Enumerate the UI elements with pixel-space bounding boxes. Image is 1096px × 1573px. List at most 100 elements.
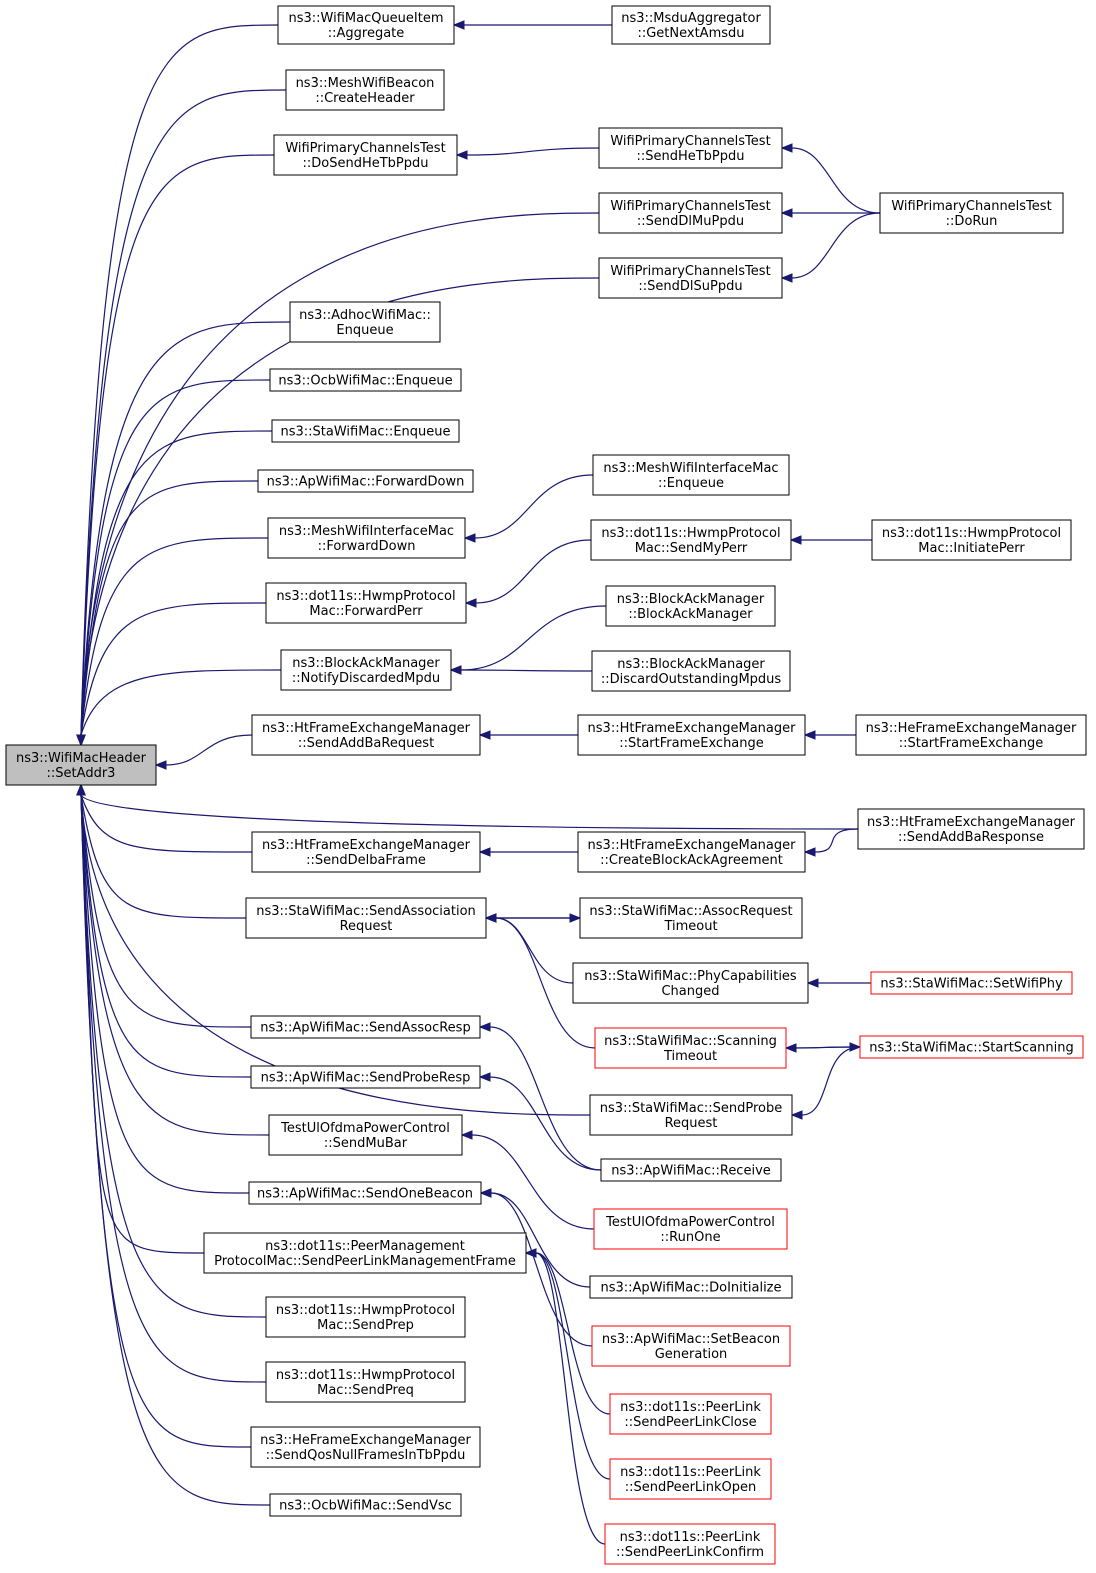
- node-ns3-blockackmanager-discardoutstandingmpdus[interactable]: ns3::BlockAckManager::DiscardOutstanding…: [591, 650, 791, 692]
- node-ns3-adhocwifimac-enqueue[interactable]: ns3::AdhocWifiMac::Enqueue: [289, 301, 441, 343]
- node-label-line: ns3::HtFrameExchangeManager: [262, 838, 471, 853]
- node-ns3-dot11s-peerlink-sendpeerlinkconfirm[interactable]: ns3::dot11s::PeerLink::SendPeerLinkConfi…: [604, 1523, 776, 1565]
- edge-m17-to-n17: [490, 1192, 591, 1288]
- node-box: [203, 1232, 527, 1274]
- edge-n19-to-root: [80, 794, 267, 1318]
- node-label-line: ns3::StaWifiMac::AssocRequest: [589, 904, 792, 919]
- node-label-line: ns3::HtFrameExchangeManager: [588, 721, 797, 736]
- node-box: [250, 1015, 481, 1039]
- node-ns3-meshwifiinterfacemac-forwarddown[interactable]: ns3::MeshWifiInterfaceMac::ForwardDown: [267, 517, 466, 559]
- node-ns3-apwifimac-receive[interactable]: ns3::ApWifiMac::Receive: [600, 1158, 782, 1182]
- node-label-line: ::CreateBlockAckAgreement: [600, 853, 783, 868]
- node-label-line: ns3::MeshWifiBeacon: [296, 76, 435, 91]
- node-ns3-stawifimac-setwifiphy[interactable]: ns3::StaWifiMac::SetWifiPhy: [870, 971, 1073, 995]
- node-label-line: ns3::StaWifiMac::Scanning: [604, 1034, 777, 1049]
- edge-n4-to-root: [80, 321, 291, 736]
- node-wifiprimarychannelstest-dosendhetbppdu[interactable]: WifiPrimaryChannelsTest::DoSendHeTbPpdu: [273, 134, 458, 176]
- node-label-line: ns3::MeshWifiInterfaceMac: [603, 461, 778, 476]
- arrowhead: [780, 273, 793, 283]
- node-box: [251, 714, 481, 756]
- node-ns3-stawifimac-enqueue[interactable]: ns3::StaWifiMac::Enqueue: [271, 419, 460, 443]
- node-ns3-ocbwifimac-enqueue[interactable]: ns3::OcbWifiMac::Enqueue: [269, 368, 462, 392]
- node-box: [289, 301, 441, 343]
- node-wifiprimarychannelstest-dorun[interactable]: WifiPrimaryChannelsTest::DoRun: [879, 192, 1064, 234]
- node-label-line: ns3::dot11s::HwmpProtocol: [276, 1368, 455, 1383]
- arrowhead: [449, 665, 462, 675]
- node-label-line: ns3::dot11s::HwmpProtocol: [601, 526, 780, 541]
- arrowhead: [524, 1248, 537, 1258]
- node-ns3-apwifimac-forwarddown[interactable]: ns3::ApWifiMac::ForwardDown: [257, 469, 474, 493]
- node-wifiprimarychannelstest-senddlsuppdu[interactable]: WifiPrimaryChannelsTest::SendDlSuPpdu: [598, 257, 783, 299]
- node-label-line: Timeout: [663, 1049, 717, 1064]
- arrowhead: [452, 20, 465, 30]
- node-label-line: ns3::StaWifiMac::SendAssociation: [256, 904, 476, 919]
- node-ns3-ocbwifimac-sendvsc[interactable]: ns3::OcbWifiMac::SendVsc: [269, 1493, 462, 1517]
- node-label-line: TestUlOfdmaPowerControl: [605, 1215, 775, 1230]
- node-ns3-apwifimac-sendproberesp[interactable]: ns3::ApWifiMac::SendProbeResp: [250, 1065, 481, 1089]
- node-box: [609, 1393, 772, 1435]
- node-ns3-htframeexchangemanager-startframeexchange[interactable]: ns3::HtFrameExchangeManager::StartFrameE…: [577, 714, 806, 756]
- node-ns3-dot11s-peermanagement-protocolmac-sendpeerlinkmanagementframe[interactable]: ns3::dot11s::PeerManagementProtocolMac::…: [203, 1232, 527, 1274]
- node-box: [592, 454, 790, 496]
- node-testulofdmapowercontrol-runone[interactable]: TestUlOfdmaPowerControl::RunOne: [593, 1208, 788, 1250]
- edge-n16-to-root: [80, 794, 270, 1136]
- node-box: [859, 1035, 1084, 1059]
- node-label-line: Mac::SendPrep: [317, 1318, 414, 1333]
- node-box: [280, 649, 452, 691]
- node-ns3-dot11s-peerlink-sendpeerlinkclose[interactable]: ns3::dot11s::PeerLink::SendPeerLinkClose: [609, 1393, 772, 1435]
- node-label-line: ns3::dot11s::HwmpProtocol: [276, 589, 455, 604]
- node-ns3-stawifimac-startscanning[interactable]: ns3::StaWifiMac::StartScanning: [859, 1035, 1084, 1059]
- node-ns3-heframeexchangemanager-startframeexchange[interactable]: ns3::HeFrameExchangeManager::StartFrameE…: [855, 714, 1087, 756]
- node-ns3-msduaggregator-getnextamsdu[interactable]: ns3::MsduAggregator::GetNextAmsdu: [611, 5, 771, 45]
- node-label-line: ns3::StaWifiMac::SendProbe: [600, 1101, 782, 1116]
- edge-m16-to-n16: [471, 1134, 595, 1230]
- node-ns3-wifimacqueueitem-aggregate[interactable]: ns3::WifiMacQueueItem::Aggregate: [277, 5, 455, 45]
- node-ns3-htframeexchangemanager-sendaddbaresponse[interactable]: ns3::HtFrameExchangeManager::SendAddBaRe…: [857, 808, 1085, 850]
- node-wifiprimarychannelstest-senddlmuppdu[interactable]: WifiPrimaryChannelsTest::SendDlMuPpdu: [598, 192, 783, 234]
- edge-r4-to-m10: [814, 828, 859, 853]
- edge-r1-to-m2: [791, 147, 881, 214]
- node-ns3-apwifimac-doinitialize[interactable]: ns3::ApWifiMac::DoInitialize: [589, 1275, 793, 1299]
- node-box: [600, 1158, 782, 1182]
- node-ns3-blockackmanager-notifydiscardedmpdu[interactable]: ns3::BlockAckManager::NotifyDiscardedMpd…: [280, 649, 452, 691]
- edge-m21-to-n18: [535, 1252, 606, 1545]
- node-ns3-dot11s-hwmpprotocol-mac-forwardperr[interactable]: ns3::dot11s::HwmpProtocolMac::ForwardPer…: [265, 582, 467, 624]
- node-ns3-apwifimac-sendassocresp[interactable]: ns3::ApWifiMac::SendAssocResp: [250, 1015, 481, 1039]
- edge-n15-to-root: [80, 794, 252, 1078]
- node-label-line: ::DoRun: [946, 214, 998, 229]
- node-testulofdmapowercontrol-sendmubar[interactable]: TestUlOfdmaPowerControl::SendMuBar: [268, 1114, 463, 1156]
- node-box: [267, 517, 466, 559]
- edge-n7-to-root: [80, 480, 259, 736]
- node-ns3-apwifimac-sendonebeacon[interactable]: ns3::ApWifiMac::SendOneBeacon: [248, 1181, 482, 1205]
- node-box: [857, 808, 1085, 850]
- node-box: [590, 519, 792, 561]
- node-label-line: ::Enqueue: [658, 476, 724, 491]
- node-ns3-heframeexchangemanager-sendqosnullframesintbppdu[interactable]: ns3::HeFrameExchangeManager::SendQosNull…: [250, 1426, 481, 1468]
- node-label-line: ns3::ApWifiMac::SendOneBeacon: [257, 1187, 473, 1202]
- node-ns3-wifimacheader-setaddr3[interactable]: ns3::WifiMacHeader::SetAddr3: [5, 744, 157, 786]
- node-ns3-dot11s-peerlink-sendpeerlinkopen[interactable]: ns3::dot11s::PeerLink::SendPeerLinkOpen: [609, 1458, 772, 1500]
- node-ns3-htframeexchangemanager-sendaddbarequest[interactable]: ns3::HtFrameExchangeManager::SendAddBaRe…: [251, 714, 481, 756]
- node-ns3-blockackmanager-blockackmanager[interactable]: ns3::BlockAckManager::BlockAckManager: [605, 585, 776, 627]
- arrowhead: [478, 1022, 491, 1032]
- node-ns3-dot11s-hwmpprotocol-mac-initiateperr[interactable]: ns3::dot11s::HwmpProtocolMac::InitiatePe…: [871, 519, 1072, 561]
- edge-r6-to-m14: [801, 1046, 861, 1116]
- node-box: [285, 69, 445, 111]
- node-ns3-meshwifiinterfacemac-enqueue[interactable]: ns3::MeshWifiInterfaceMac::Enqueue: [592, 454, 790, 496]
- node-box: [605, 585, 776, 627]
- node-box: [598, 257, 783, 299]
- node-ns3-htframeexchangemanager-senddelbaframe[interactable]: ns3::HtFrameExchangeManager::SendDelbaFr…: [251, 831, 481, 873]
- node-ns3-htframeexchangemanager-createblockackagreement[interactable]: ns3::HtFrameExchangeManager::CreateBlock…: [577, 831, 806, 873]
- node-wifiprimarychannelstest-sendhetbppdu[interactable]: WifiPrimaryChannelsTest::SendHeTbPpdu: [598, 127, 783, 169]
- node-ns3-meshwifibeacon-createheader[interactable]: ns3::MeshWifiBeacon::CreateHeader: [285, 69, 445, 111]
